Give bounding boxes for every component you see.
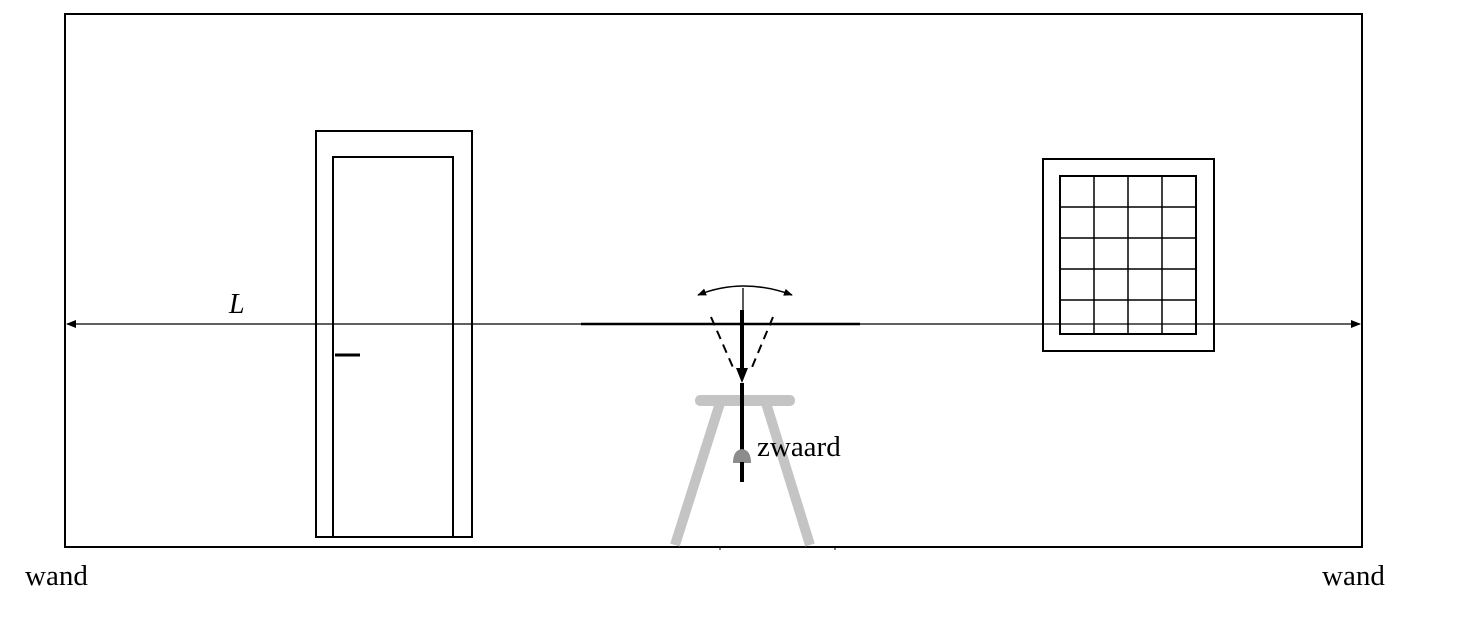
stool-icon <box>670 395 836 550</box>
door-icon <box>315 130 473 538</box>
swing-left-dashed <box>710 316 736 373</box>
sword-icon <box>733 310 751 482</box>
swing-right-dashed <box>749 316 774 373</box>
room-outline <box>64 13 1363 548</box>
window-icon <box>1042 158 1215 352</box>
wall-right-label: wand <box>1322 560 1385 592</box>
sword-label: zwaard <box>757 431 841 463</box>
swing-arrow-icon <box>697 285 793 296</box>
wall-left-label: wand <box>25 560 88 592</box>
length-label: L <box>228 289 245 320</box>
